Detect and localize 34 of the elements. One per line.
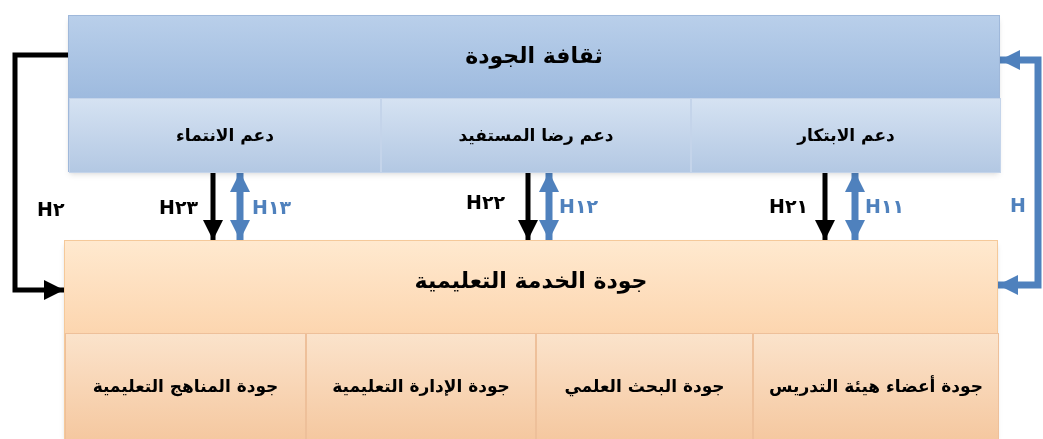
arrow bbox=[539, 172, 559, 240]
box-label: دعم رضا المستفيد bbox=[457, 123, 615, 147]
sub-box bbox=[69, 98, 381, 173]
arrow bbox=[12, 52, 68, 300]
group-panel bbox=[68, 15, 1000, 172]
arrow bbox=[518, 172, 538, 240]
group-panel bbox=[64, 240, 998, 439]
box-label: دعم الانتماء bbox=[175, 123, 275, 147]
box-label: جودة الإدارة التعليمية bbox=[331, 374, 511, 398]
sub-box bbox=[536, 333, 753, 439]
sub-box bbox=[753, 333, 999, 439]
sub-box bbox=[691, 98, 1001, 173]
box-label: جودة البحث العلمي bbox=[563, 374, 726, 399]
edge-label: H bbox=[1010, 196, 1026, 215]
sub-box bbox=[65, 333, 306, 439]
edge-label: H٢٢ bbox=[466, 193, 506, 212]
box-label: جودة أعضاء هيئة التدريس bbox=[768, 374, 984, 398]
box-label: جودة المناهج التعليمية bbox=[91, 374, 280, 399]
sub-box bbox=[381, 98, 691, 173]
sub-box bbox=[306, 333, 536, 439]
edge-label: H٢ bbox=[37, 200, 65, 219]
arrow bbox=[203, 172, 223, 240]
edge-label: H٢٣ bbox=[159, 198, 199, 217]
edge-label: H١٢ bbox=[559, 197, 599, 216]
box-label: دعم الابتكار bbox=[795, 123, 896, 147]
edge-label: H١٣ bbox=[252, 198, 292, 217]
arrow bbox=[845, 172, 865, 240]
edge-label: H١١ bbox=[865, 197, 905, 216]
arrow bbox=[815, 172, 835, 240]
panel-title: ثقافة الجودة bbox=[464, 42, 604, 71]
arrow bbox=[230, 172, 250, 240]
panel-title: جودة الخدمة التعليمية bbox=[413, 267, 649, 296]
edge-label: H٢١ bbox=[769, 197, 809, 216]
arrow bbox=[998, 50, 1042, 295]
